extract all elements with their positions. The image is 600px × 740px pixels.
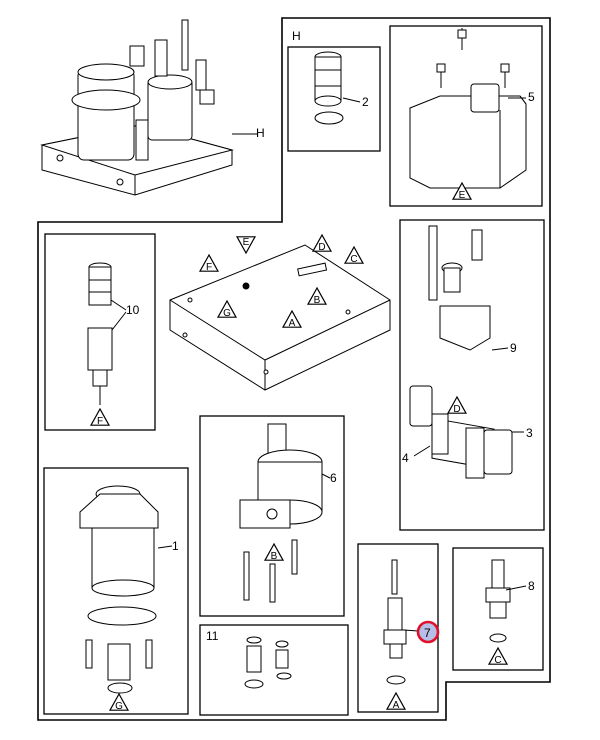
triangle-letter: F	[206, 262, 212, 273]
box-part-8	[452, 547, 544, 671]
callout-1: 1	[172, 539, 179, 553]
callout-8: 8	[528, 579, 535, 593]
part-7-valve	[383, 559, 407, 685]
callout-5: 5	[528, 90, 535, 104]
part-h-callout: H	[256, 126, 265, 140]
triangle-shape	[306, 286, 328, 305]
triangle-letter: A	[393, 700, 400, 711]
part-10-fitting	[87, 262, 113, 405]
triangle-shape	[487, 646, 509, 665]
triangle-letter: D	[453, 404, 460, 415]
triangle-marker-tC_p8: C	[487, 646, 509, 666]
callout-9: 9	[510, 341, 517, 355]
triangle-marker-tG_p1: G	[108, 692, 130, 712]
triangle-shape	[446, 395, 468, 414]
callout-10: 10	[126, 303, 140, 317]
triangle-shape	[89, 407, 111, 426]
triangle-marker-tA_block: A	[281, 309, 303, 329]
triangle-marker-tF_block: F	[198, 253, 220, 273]
triangle-shape	[198, 253, 220, 272]
part-11-seal-kit	[244, 636, 292, 689]
callout-3: 3	[526, 426, 533, 440]
triangle-shape	[385, 691, 407, 710]
outer-frame	[37, 17, 551, 721]
triangle-marker-tC_block: C	[343, 245, 365, 265]
central-block	[169, 244, 391, 391]
part-5-module	[409, 28, 527, 189]
triangle-shape	[263, 542, 285, 561]
leader-6	[321, 473, 331, 479]
triangle-marker-tF_p10: F	[89, 407, 111, 427]
triangle-letter: C	[350, 254, 357, 265]
frame-h-label: H	[292, 29, 301, 43]
triangle-marker-tG_block: G	[216, 299, 238, 319]
box-part-5	[389, 25, 543, 207]
part-6-solenoid	[239, 423, 323, 603]
triangle-letter: A	[289, 318, 296, 329]
triangle-letter: B	[314, 295, 321, 306]
box-part-2	[287, 46, 381, 152]
leader-8	[505, 585, 527, 591]
triangle-marker-tD_p9: D	[446, 395, 468, 415]
triangle-shape	[281, 309, 303, 328]
highlight-callout-7[interactable]: 7	[416, 620, 440, 644]
triangle-letter: G	[115, 701, 123, 712]
triangle-marker-tB_block: B	[306, 286, 328, 306]
triangle-shape	[451, 181, 473, 200]
callout-7: 7	[424, 626, 431, 640]
leader-10	[110, 299, 127, 311]
triangle-markers: E F D C B G A E F D B G A C	[89, 181, 509, 712]
triangle-marker-tE_top: E	[235, 236, 257, 255]
triangle-letter: F	[97, 416, 103, 427]
triangle-shape	[108, 692, 130, 711]
callout-2: 2	[362, 95, 369, 109]
triangle-letter: E	[459, 190, 466, 201]
box-part-1	[43, 467, 189, 715]
callout-11: 11	[206, 629, 219, 643]
triangle-marker-tE_p5: E	[451, 181, 473, 201]
leader-10b	[111, 311, 127, 331]
box-part-10	[44, 233, 156, 431]
triangle-shape	[311, 233, 333, 252]
leader-1	[157, 545, 173, 549]
triangle-letter: B	[271, 551, 278, 562]
triangle-shape	[343, 245, 365, 264]
part-8-fitting	[485, 559, 511, 643]
callout-4: 4	[402, 451, 409, 465]
triangle-shape	[235, 236, 257, 255]
triangle-marker-tA_p7: A	[385, 691, 407, 711]
leader-4	[413, 445, 431, 457]
part-1-pump	[79, 485, 159, 694]
triangle-shape	[216, 299, 238, 318]
part-2-check-valve	[314, 51, 361, 125]
part-9-solenoid-assembly	[409, 225, 513, 479]
box-part-11	[199, 624, 349, 716]
box-part-9-3-4	[399, 219, 545, 531]
triangle-letter: D	[318, 242, 325, 253]
leader-9	[491, 347, 509, 351]
part-h-valve-block	[40, 19, 258, 196]
triangle-marker-tB_p6: B	[263, 542, 285, 562]
callout-6: 6	[330, 471, 337, 485]
leader-7	[403, 629, 419, 632]
triangle-letter: C	[494, 655, 501, 666]
triangle-letter: E	[243, 237, 250, 248]
triangle-marker-tD_block: D	[311, 233, 333, 253]
box-part-6	[199, 415, 345, 617]
triangle-letter: G	[223, 308, 231, 319]
